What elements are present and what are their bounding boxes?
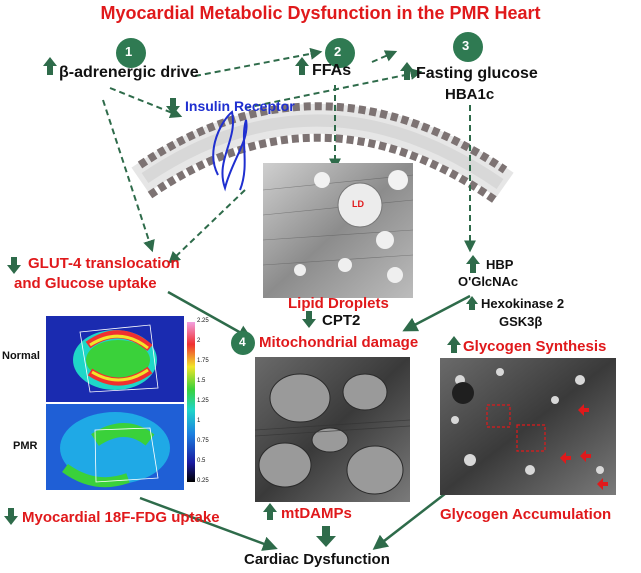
beta-adrenergic-label: β-adrenergic drive	[59, 64, 199, 82]
ld-label: LD	[352, 199, 364, 209]
colorbar-tick: 1.75	[197, 358, 209, 364]
badge-1-label: 1	[125, 44, 132, 59]
cpt2-label: CPT2	[322, 312, 360, 329]
mtdamps-label: mtDAMPs	[281, 505, 352, 522]
normal-label: Normal	[2, 350, 40, 362]
colorbar-ticks: 2.25 2 1.75 1.5 1.25 1 0.75 0.5 0.25	[197, 318, 217, 488]
fasting-glucose-label: Fasting glucose	[416, 65, 538, 83]
colorbar-tick: 0.5	[197, 458, 205, 464]
colorbar-tick: 0.75	[197, 438, 209, 444]
hexokinase-label: Hexokinase 2	[481, 296, 564, 311]
glycogen-accumulation-label: Glycogen Accumulation	[440, 506, 611, 523]
badge-2-label: 2	[334, 44, 341, 59]
colorbar-tick: 2	[197, 338, 200, 344]
em-image-glycogen	[440, 358, 616, 495]
hbp-label: HBP	[486, 257, 513, 272]
lipid-droplets-label: Lipid Droplets	[288, 295, 389, 312]
ffas-label: FFAs	[312, 62, 351, 80]
oglcnac-label: O'GlcNAc	[458, 274, 518, 289]
hba1c-label: HBA1c	[445, 86, 494, 103]
glycogen-synthesis-label: Glycogen Synthesis	[463, 338, 606, 355]
pmr-label: PMR	[13, 440, 37, 452]
gsk3b-label: GSK3β	[499, 314, 542, 329]
colorbar-tick: 0.25	[197, 478, 209, 484]
badge-3-label: 3	[462, 38, 469, 53]
cardiac-dysfunction-label: Cardiac Dysfunction	[244, 551, 390, 568]
fdg-uptake-label: Myocardial 18F-FDG uptake	[22, 509, 220, 526]
pet-colorbar	[187, 322, 195, 482]
badge-4-label: 4	[239, 335, 246, 349]
glut4-line1: GLUT-4 translocation	[28, 255, 180, 272]
colorbar-tick: 1.25	[197, 398, 209, 404]
insulin-receptor-label: Insulin Receptor	[185, 98, 295, 114]
em-image-lipid-droplets	[263, 163, 413, 298]
mitochondrial-damage-label: Mitochondrial damage	[259, 334, 418, 351]
pet-scan-pmr	[46, 404, 184, 490]
diagram-title: Myocardial Metabolic Dysfunction in the …	[0, 3, 641, 24]
colorbar-tick: 1	[197, 418, 200, 424]
glut4-line2: and Glucose uptake	[14, 275, 157, 292]
colorbar-tick: 1.5	[197, 378, 205, 384]
pet-scan-normal	[46, 316, 184, 402]
mtdamps-down-arrow	[316, 526, 336, 547]
colorbar-tick: 2.25	[197, 318, 209, 324]
em-image-mitochondria	[255, 357, 410, 502]
